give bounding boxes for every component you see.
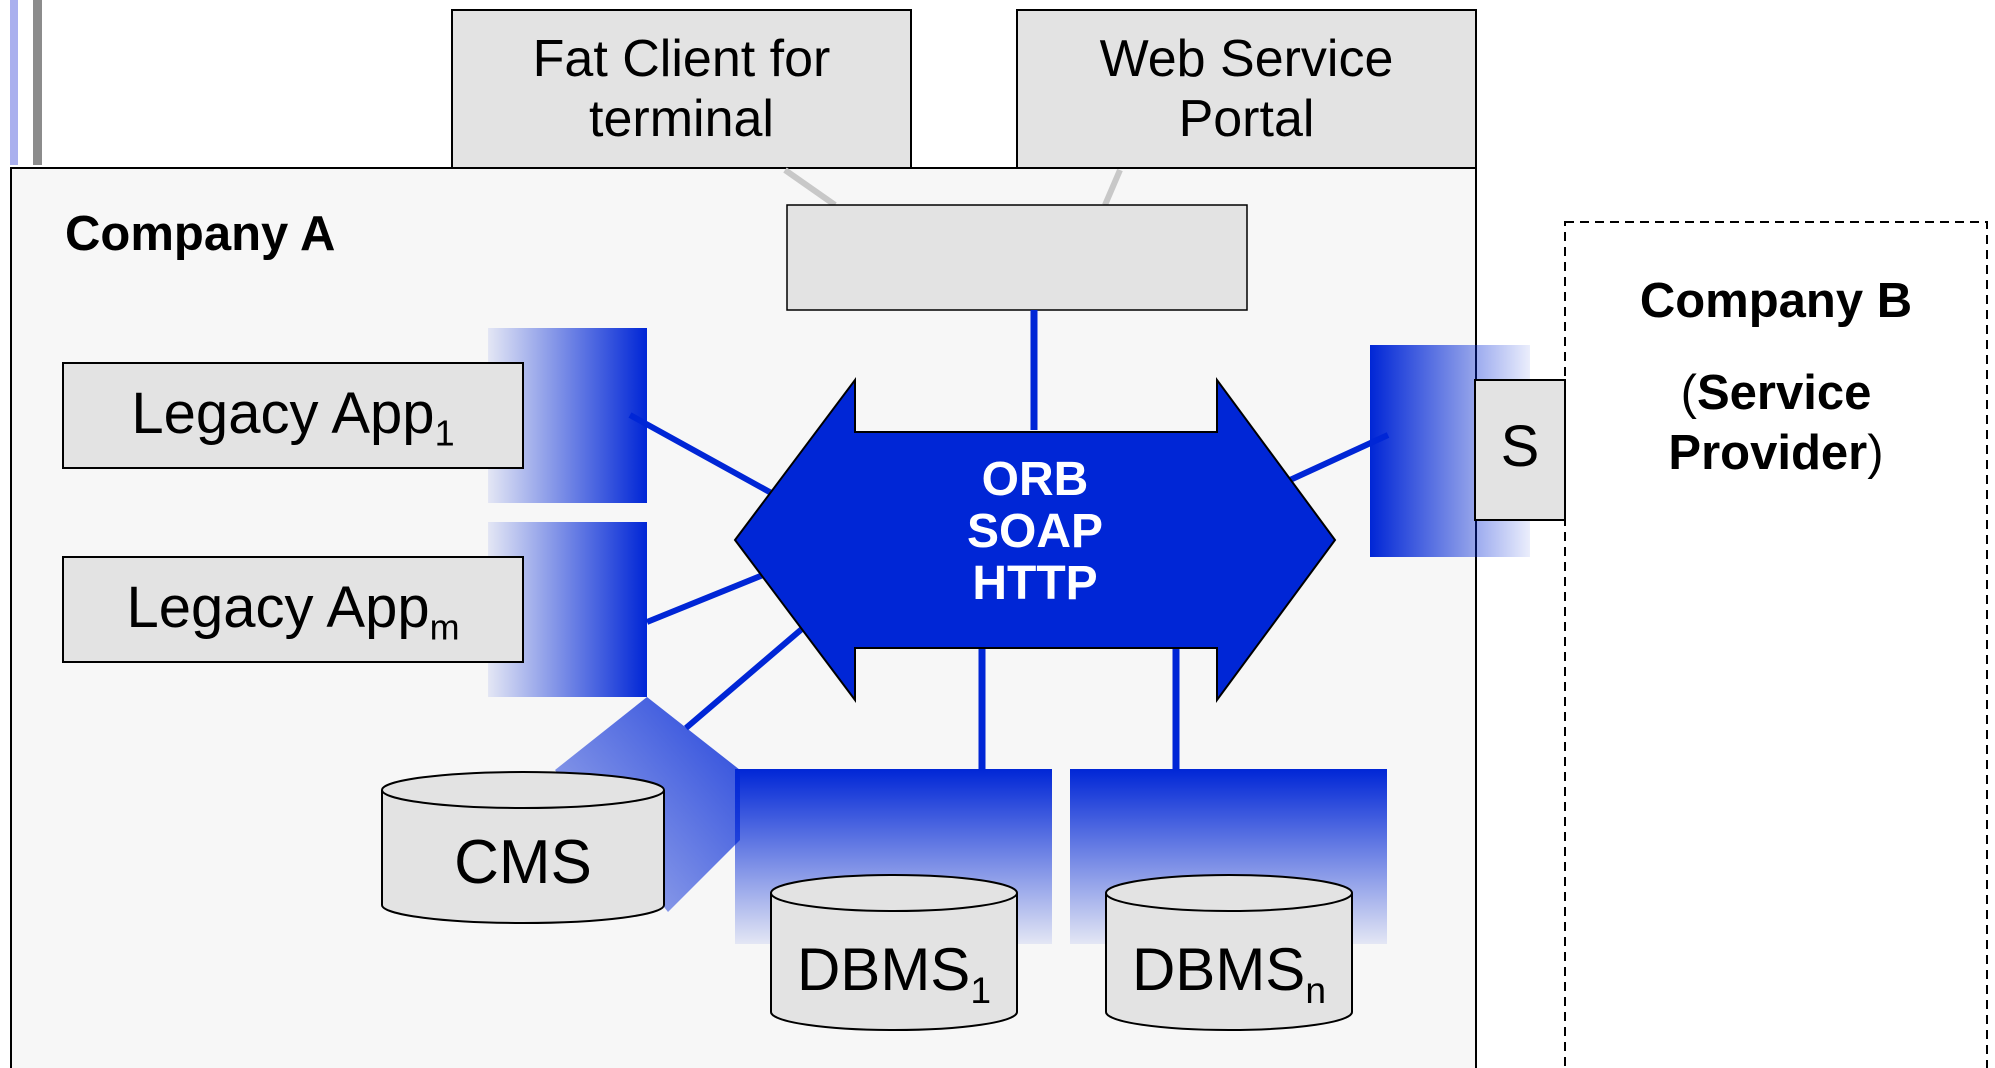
web-portal-connector — [1102, 168, 1123, 207]
web-portal-label: Web Service Portal — [1099, 30, 1394, 148]
cms-label: CMS — [454, 828, 592, 897]
dbms-1-label: DBMS1 — [796, 936, 992, 1012]
company-b-label: Company B (Service Provider) — [1565, 272, 1987, 483]
edge-bar-gray — [33, 0, 42, 165]
legacy-app-1-box — [62, 362, 524, 469]
legacy-app-m-box — [62, 556, 524, 663]
orb-bus-arrow — [733, 376, 1337, 704]
gateway-box — [786, 204, 1248, 311]
dbms-n-label: DBMSn — [1131, 936, 1327, 1012]
service-stub-box — [1474, 379, 1566, 521]
fat-client-connector — [783, 167, 837, 208]
fat-client-label: Fat Client for terminal — [532, 30, 831, 148]
orb-bus-label: ORB SOAP HTTP — [966, 453, 1104, 610]
fat-client-box — [451, 9, 912, 169]
dbms-n-cylinder — [1105, 874, 1353, 1031]
company-b-panel — [1564, 221, 1988, 1068]
cms-cylinder — [381, 771, 665, 924]
legacy-app-m-label: Legacy Appm — [126, 575, 460, 648]
bus-to-service-line — [1288, 432, 1390, 483]
legacy-app-1-label: Legacy App1 — [131, 381, 455, 454]
company-b-title: Company B — [1639, 274, 1913, 328]
company-a-title: Company A — [65, 207, 336, 261]
bus-to-legacy1-line — [628, 412, 777, 498]
company-b-role: (Service — [1680, 365, 1872, 420]
bus-to-cms-line — [684, 625, 805, 731]
service-stub-label: S — [1500, 414, 1540, 479]
dbms-1-cylinder — [770, 874, 1018, 1031]
web-portal-box — [1016, 9, 1477, 169]
edge-bar-blue — [10, 0, 18, 165]
bus-to-legacym-line — [645, 570, 770, 625]
